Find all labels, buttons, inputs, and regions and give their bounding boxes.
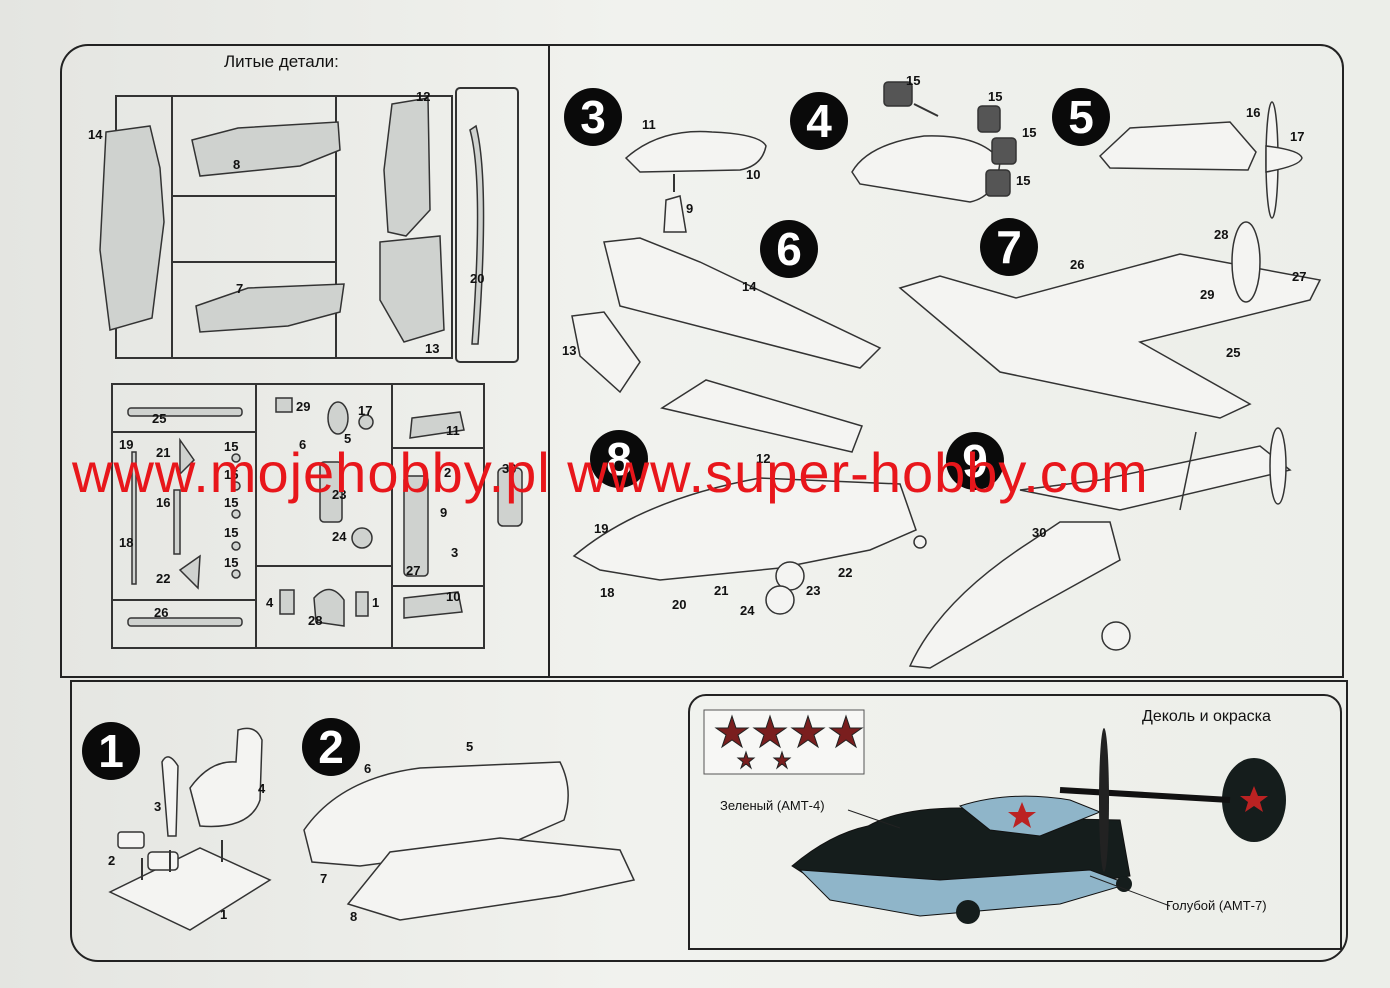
- bottom-panel: [70, 680, 1348, 962]
- step4-label: 15: [988, 89, 1003, 104]
- step3-label: 9: [686, 201, 694, 216]
- step7-label: 29: [1200, 287, 1215, 302]
- sprue-label: 8: [233, 157, 241, 172]
- sprue-label: 28: [308, 613, 323, 628]
- step8-label: 12: [756, 451, 771, 466]
- sprue-label: 11: [446, 423, 460, 438]
- step4-label: 15: [906, 73, 921, 88]
- step7-label: 28: [1214, 227, 1229, 242]
- step7-label: 26: [1070, 257, 1085, 272]
- step8-label: 24: [740, 603, 755, 618]
- sprue-label: 19: [119, 437, 134, 452]
- step-7-badge: 7: [980, 218, 1038, 276]
- color-blue-label: Голубой (АМТ-7): [1166, 898, 1267, 913]
- sprue-label: 29: [296, 399, 311, 414]
- sprue-label: 15: [224, 525, 239, 540]
- step8-label: 18: [600, 585, 615, 600]
- decal-panel: [688, 694, 1342, 950]
- sprue-label: 15: [224, 467, 239, 482]
- step6-label: 13: [562, 343, 577, 358]
- sprue-label: 12: [416, 89, 431, 104]
- sprue-label: 20: [470, 271, 485, 286]
- sprue-label: 14: [88, 127, 103, 142]
- step-9-badge: 9: [946, 432, 1004, 490]
- step8-label: 19: [594, 521, 609, 536]
- step-8-badge: 8: [590, 430, 648, 488]
- step-1-badge: 1: [82, 722, 140, 780]
- sprue-label: 30: [502, 461, 517, 476]
- step8-label: 20: [672, 597, 687, 612]
- step1-label: 3: [154, 799, 162, 814]
- step-5-badge: 5: [1052, 88, 1110, 146]
- decal-title: Деколь и окраска: [1142, 708, 1271, 725]
- sprue-label: 7: [236, 281, 244, 296]
- sprue-label: 10: [446, 589, 461, 604]
- sprue-label: 4: [266, 595, 274, 610]
- sprue-label: 2: [444, 465, 452, 480]
- step-4-badge: 4: [790, 92, 848, 150]
- sprue-title: Литые детали:: [224, 52, 339, 71]
- step3-label: 11: [642, 117, 656, 132]
- step2-label: 5: [466, 739, 474, 754]
- sprue-label: 1: [372, 595, 380, 610]
- sprue-label: 18: [119, 535, 134, 550]
- sprue-label: 24: [332, 529, 347, 544]
- step4-label: 15: [1016, 173, 1031, 188]
- upper-right-panel: [548, 44, 1344, 678]
- step-2-badge: 2: [302, 718, 360, 776]
- sprue-label: 23: [332, 487, 347, 502]
- step8-label: 22: [838, 565, 853, 580]
- sprue-label: 3: [451, 545, 459, 560]
- sprue-label: 26: [154, 605, 169, 620]
- sprue-label: 6: [299, 437, 307, 452]
- step7-label: 27: [1292, 269, 1307, 284]
- step4-label: 15: [1022, 125, 1037, 140]
- sprue-label: 15: [224, 555, 239, 570]
- sprue-label: 27: [406, 563, 421, 578]
- step1-label: 2: [108, 853, 116, 868]
- step5-label: 17: [1290, 129, 1305, 144]
- step2-label: 7: [320, 871, 328, 886]
- sprue-label: 16: [156, 495, 171, 510]
- step2-label: 6: [364, 761, 372, 776]
- sprue-label: 9: [440, 505, 448, 520]
- step9-label: 30: [1032, 525, 1047, 540]
- sprue-label: 15: [224, 495, 239, 510]
- watermark: www.mojehobby.pl www.super-hobby.com: [72, 441, 1149, 504]
- step8-label: 21: [714, 583, 729, 598]
- step3-label: 10: [746, 167, 761, 182]
- sprue-label: 21: [156, 445, 171, 460]
- step1-label: 1: [220, 907, 228, 922]
- sprue-label: 22: [156, 571, 171, 586]
- step1-label: 4: [258, 781, 266, 796]
- sprue-label: 5: [344, 431, 352, 446]
- step6-label: 14: [742, 279, 757, 294]
- sprue-label: 15: [224, 439, 239, 454]
- step5-label: 16: [1246, 105, 1261, 120]
- step2-label: 8: [350, 909, 358, 924]
- sprue-label: 25: [152, 411, 167, 426]
- step7-label: 25: [1226, 345, 1241, 360]
- step-3-badge: 3: [564, 88, 622, 146]
- step-6-badge: 6: [760, 220, 818, 278]
- sprue-label: 17: [358, 403, 373, 418]
- color-green-label: Зеленый (АМТ-4): [720, 798, 825, 813]
- step8-label: 23: [806, 583, 821, 598]
- sprue-panel: [60, 44, 550, 678]
- sprue-label: 13: [425, 341, 440, 356]
